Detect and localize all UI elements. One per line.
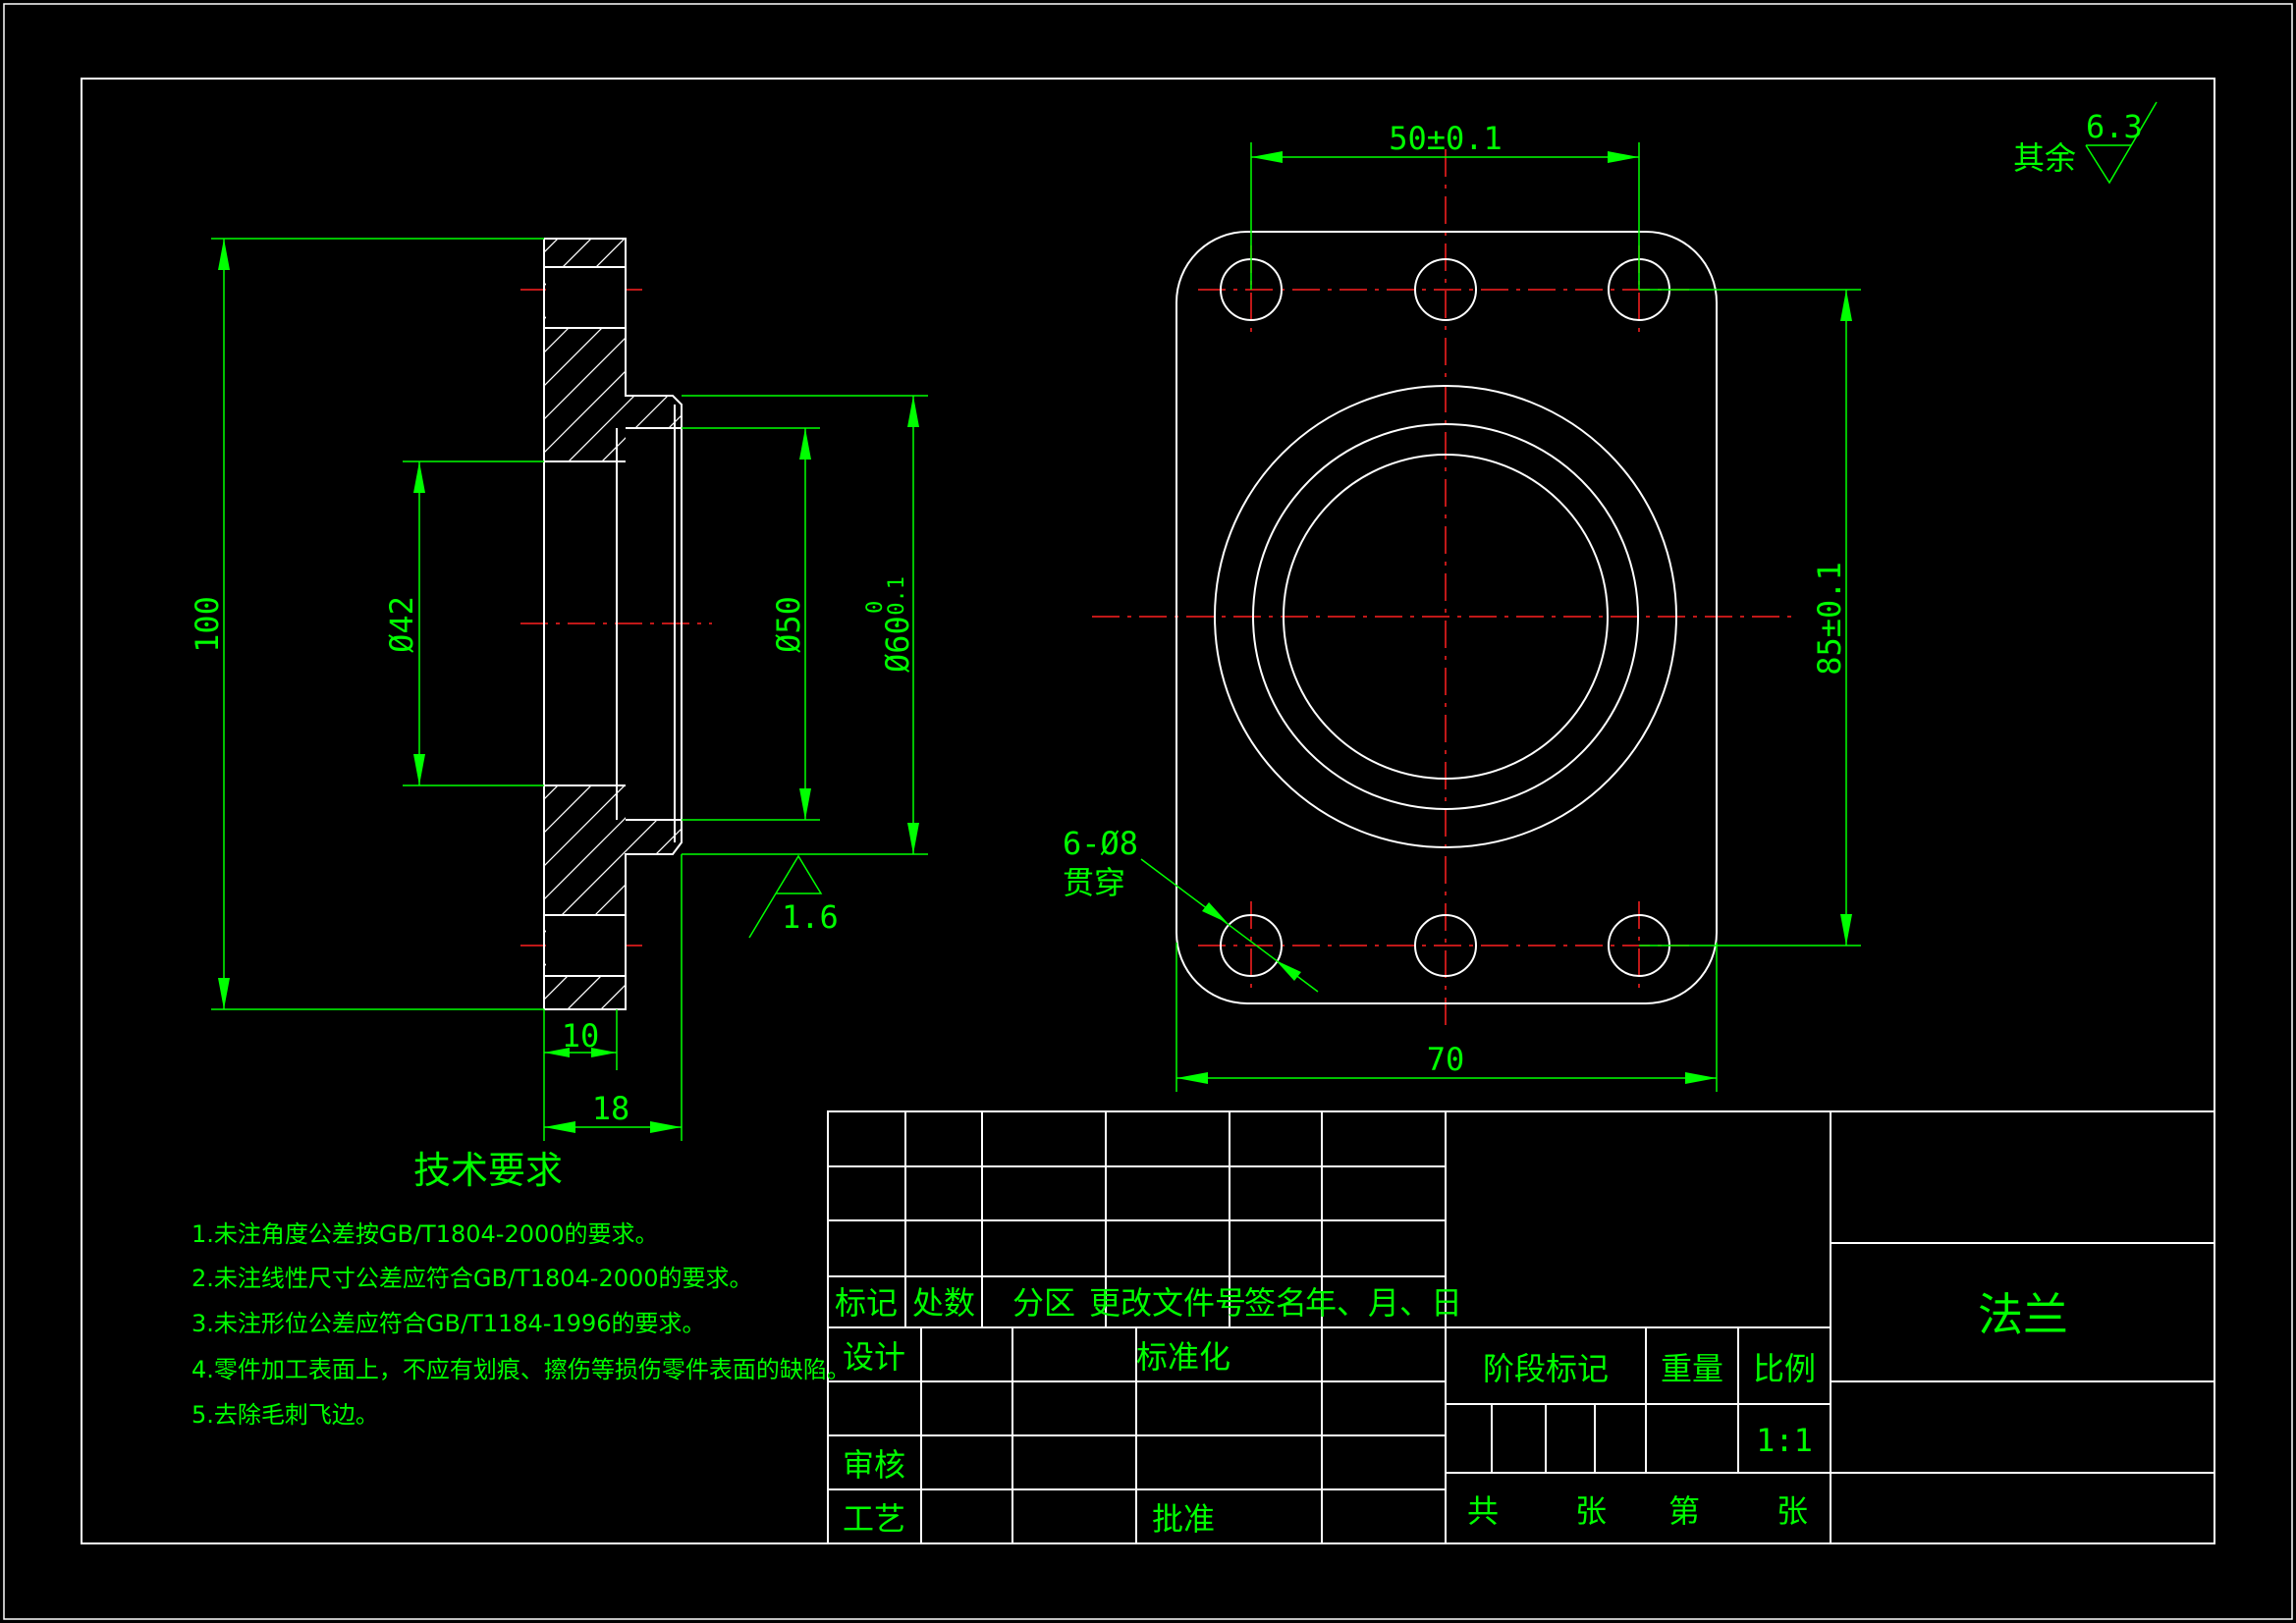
tb-header-mark: 标记	[835, 1284, 898, 1322]
tech-req-item: 5.去除毛刺飞边。	[191, 1401, 379, 1429]
hatch-line	[544, 389, 682, 461]
dim-70-arrow-l	[1176, 1072, 1208, 1084]
bolt-hole-bm	[1414, 914, 1477, 977]
dim-hole-pitch-y: 85±0.1	[1811, 562, 1848, 676]
dim-boss-dia: Ø60	[879, 616, 916, 673]
tb-stage: 阶段标记	[1483, 1350, 1609, 1387]
hole-leader-arrow2	[1276, 960, 1301, 981]
roughness-others-label: 其余	[2013, 139, 2076, 177]
dim-50p-arrow-l	[1251, 151, 1283, 163]
tb-sheet-word1: 张	[1575, 1492, 1607, 1530]
dim-100-arrow-top	[218, 239, 230, 270]
hatch-line	[530, 56, 707, 233]
bot-hole-void	[546, 916, 625, 975]
sheet-outer-border	[3, 3, 2293, 1620]
tech-req-item: 2.未注线性尺寸公差应符合GB/T1804-2000的要求。	[191, 1265, 753, 1292]
roughness-symbol-general	[2085, 101, 2158, 185]
tb-header-date: 年、月、日	[1305, 1284, 1462, 1322]
dim-70-arrow-r	[1685, 1072, 1717, 1084]
dim-18-arrow-l	[544, 1121, 575, 1133]
dim-50p-arrow-r	[1608, 151, 1639, 163]
dim-boss-tol-upper: 0	[863, 601, 888, 614]
front-view: 50±0.1 85±0.1 70 6-Ø8 贯穿	[1063, 120, 1861, 1092]
dim-total-length: 18	[592, 1090, 630, 1127]
tech-requirements: 技术要求 1.未注角度公差按GB/T1804-2000的要求。 2.未注线性尺寸…	[191, 1149, 850, 1429]
tb-standardize: 标准化	[1136, 1338, 1230, 1376]
dim-50-arrow-bot	[799, 788, 811, 820]
bolt-hole-tm	[1414, 258, 1477, 321]
dim-boss-tol-lower: -0.1	[885, 576, 909, 628]
tb-sheet-nth: 第	[1668, 1492, 1700, 1530]
hole-note-count: 6-Ø8	[1063, 825, 1138, 862]
boss-circle-outer	[1214, 385, 1677, 848]
bore-circle	[1283, 454, 1609, 780]
hole-leader-arrow1	[1202, 902, 1228, 923]
general-roughness-note: 其余 6.3	[2013, 101, 2158, 185]
tb-scale-label: 比例	[1753, 1350, 1816, 1387]
dim-spigot-dia: Ø50	[770, 596, 807, 653]
dim-flange-thk: 10	[562, 1017, 600, 1055]
title-block: 标记 处数 分区 更改文件号 签名 年、月、日 设计 标准化 审核 工艺 批准 …	[827, 1110, 2215, 1544]
tb-weight: 重量	[1661, 1350, 1723, 1387]
tb-sheet-word2: 张	[1777, 1492, 1808, 1530]
tb-process: 工艺	[843, 1500, 905, 1538]
tb-header-signature: 签名	[1244, 1284, 1307, 1322]
hatch-line	[544, 785, 682, 847]
spigot-circle	[1252, 423, 1639, 810]
dim-width: 70	[1427, 1041, 1465, 1078]
tb-part-name: 法兰	[1978, 1288, 2068, 1341]
dim-10-arrow-r	[591, 1048, 617, 1057]
dim-60-arrow-bot	[907, 823, 919, 854]
dim-bore-dia: Ø42	[383, 596, 420, 653]
side-outline	[543, 238, 683, 1010]
tech-req-item: 1.未注角度公差按GB/T1804-2000的要求。	[191, 1220, 659, 1248]
tb-design: 设计	[843, 1338, 905, 1376]
hatch-line	[544, 785, 682, 881]
hatch-line	[530, 23, 707, 199]
tb-header-count: 处数	[912, 1284, 975, 1322]
tb-header-change-doc: 更改文件号	[1089, 1284, 1246, 1322]
flange-plate-outline	[1175, 231, 1718, 1004]
hole-note-through: 贯穿	[1063, 864, 1125, 901]
tb-sheet-total: 共	[1467, 1492, 1499, 1530]
dim-42-arrow-top	[413, 461, 425, 493]
tech-req-item: 4.零件加工表面上，不应有划痕、擦伤等损伤零件表面的缺陷。	[191, 1356, 850, 1383]
bolt-hole-bl	[1220, 914, 1283, 977]
roughness-symbol-side	[748, 854, 823, 939]
roughness-general-value: 6.3	[2086, 108, 2143, 145]
hatch-line	[544, 785, 682, 914]
dim-42-arrow-bot	[413, 754, 425, 785]
dim-100-arrow-bot	[218, 978, 230, 1009]
dim-hole-pitch-x: 50±0.1	[1389, 120, 1503, 157]
top-hole-void	[546, 268, 625, 327]
dim-overall-height: 100	[189, 596, 226, 653]
dim-85-arrow-top	[1840, 290, 1852, 321]
tb-header-zone: 分区	[1012, 1284, 1075, 1322]
roughness-side-value: 1.6	[782, 898, 839, 936]
dim-50-arrow-top	[799, 428, 811, 460]
dim-10-arrow-l	[544, 1048, 570, 1057]
dim-60-arrow-top	[907, 396, 919, 427]
hatch-line	[530, 1104, 707, 1280]
tb-review: 审核	[843, 1446, 905, 1484]
dim-85-arrow-bot	[1840, 914, 1852, 946]
tech-req-title: 技术要求	[413, 1149, 563, 1192]
tech-req-item: 3.未注形位公差应符合GB/T1184-1996的要求。	[191, 1310, 706, 1337]
dim-18-arrow-r	[650, 1121, 682, 1133]
tb-approve: 批准	[1152, 1500, 1215, 1538]
tb-scale: 1:1	[1756, 1422, 1813, 1459]
